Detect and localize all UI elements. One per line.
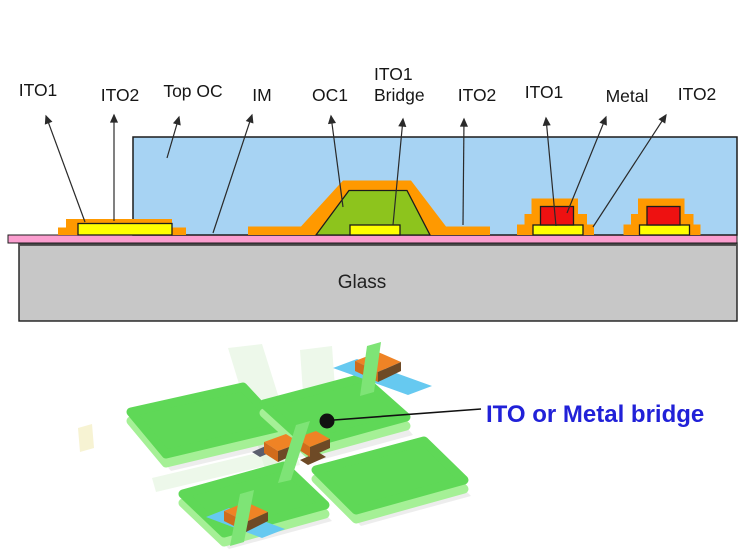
bridge-strip-tr	[360, 342, 381, 396]
pad-shadows	[166, 429, 471, 549]
glass-substrate-layer	[18, 242, 738, 322]
bridge-block-side-tr	[378, 362, 401, 382]
label-ito2-middle: ITO2	[458, 85, 497, 105]
arrow-ito2-middle	[459, 117, 468, 226]
arrow-ito1-left	[44, 114, 86, 223]
metal-block-1	[539, 205, 575, 226]
bridge-base-slab-right	[300, 452, 326, 465]
leader-arrows	[44, 113, 667, 234]
callout-dot	[319, 413, 335, 429]
bridge-strip-center	[278, 421, 310, 483]
bridge-block-front-l	[264, 442, 278, 462]
bridge-block-side-bl	[246, 512, 268, 532]
label-ito1-bridge-line1: ITO1	[374, 64, 413, 84]
callout-line	[333, 408, 482, 421]
bridge-block-side-r	[310, 439, 330, 457]
label-ito1-left: ITO1	[19, 80, 58, 100]
label-ito2-left: ITO2	[101, 85, 140, 105]
metal-stack-2	[623, 198, 701, 236]
left-ito-stack	[58, 219, 186, 236]
ito1-bar-right2	[638, 224, 691, 236]
shadow-pad-br	[356, 491, 471, 526]
bridge-callout: ITO or Metal bridge	[319, 401, 704, 429]
cross-section: ITO1 ITO2 Top OC IM OC1 ITO1 Bridge ITO2…	[7, 64, 738, 322]
arrow-ito1-bridge	[392, 117, 407, 226]
label-ito2-right: ITO2	[678, 84, 717, 104]
label-oc1: OC1	[312, 85, 348, 105]
arrow-top-oc	[166, 115, 181, 159]
layer-labels: ITO1 ITO2 Top OC IM OC1 ITO1 Bridge ITO2…	[19, 64, 717, 293]
diamond-pattern-figure: ITO or Metal bridge	[78, 342, 704, 549]
shadow-pad-bl	[224, 516, 332, 549]
mini-bridge-top-right	[333, 342, 432, 396]
arrow-im	[212, 113, 254, 234]
pad-bottom-right	[311, 436, 469, 515]
label-im: IM	[252, 85, 271, 105]
arrow-oc1	[327, 114, 344, 208]
bridge-block-top-l	[264, 434, 300, 451]
label-ito1-bridge-line2: Bridge	[374, 85, 425, 105]
watermark-tick	[78, 424, 94, 452]
label-top-oc: Top OC	[163, 81, 222, 101]
label-metal: Metal	[606, 86, 649, 106]
label-glass: Glass	[338, 272, 387, 293]
center-bridge	[252, 421, 330, 483]
arrow-ito2-right	[592, 113, 667, 228]
bridge-block-top-r	[296, 431, 330, 447]
mini-bridge-bottom-left	[206, 490, 285, 546]
ito1-bridge-bar	[349, 224, 401, 236]
im-layer	[7, 234, 738, 244]
ito1-bar-right1	[532, 224, 584, 236]
shadow-pad-tl	[166, 438, 287, 471]
label-ito-or-metal-bridge: ITO or Metal bridge	[486, 401, 704, 428]
arrow-metal	[566, 115, 607, 214]
label-ito1-right: ITO1	[525, 82, 564, 102]
shadow-pad-tr	[308, 429, 413, 462]
ito1-bar-left	[77, 222, 173, 236]
metal-block-2	[646, 205, 681, 226]
bridge-stack	[248, 180, 490, 236]
bridge-strip-bl	[230, 490, 254, 546]
arrow-ito1-right	[542, 116, 557, 227]
electrode-pads	[126, 373, 469, 547]
